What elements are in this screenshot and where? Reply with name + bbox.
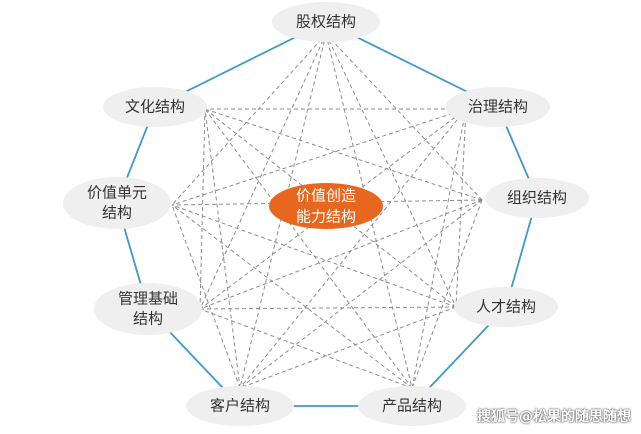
dashed-line-zuzhi-kehu: [239, 199, 483, 389]
dashed-line-zuzhi-guanli: [199, 199, 483, 310]
dashed-line-guquan-rencai: [325, 33, 457, 308]
node-guquan: 股权结构: [272, 2, 380, 42]
dashed-line-guquan-guanli: [199, 33, 327, 310]
node-label-kehu-1: 客户结构: [210, 397, 270, 415]
watermark-text: 搜狐号@松果的随思随想: [477, 409, 631, 425]
center-ellipse: [269, 183, 383, 229]
dashed-line-rencai-wenhua: [204, 108, 457, 308]
node-ellipse-chanpin: [358, 386, 466, 426]
node-rencai: 人才结构: [454, 287, 558, 327]
dashed-line-zhili-chanpin: [411, 108, 467, 389]
dashed-line-guquan-jiazhi: [171, 33, 327, 206]
node-label-guanli-1: 管理基础: [118, 290, 178, 308]
dashed-line-chanpin-wenhua: [204, 108, 413, 389]
node-label-chanpin-1: 产品结构: [382, 397, 442, 415]
node-kehu: 客户结构: [186, 386, 294, 426]
dashed-line-rencai-kehu: [239, 306, 457, 389]
node-wenhua: 文化结构: [103, 87, 207, 127]
dashed-line-kehu-jiazhi: [171, 204, 241, 389]
node-label-zhili-1: 治理结构: [468, 98, 528, 116]
node-ellipse-zuzhi: [485, 178, 589, 218]
node-chanpin: 产品结构: [358, 386, 466, 426]
node-label-jiazhi-2: 结构: [102, 204, 132, 222]
center-label-line-2: 能力结构: [296, 208, 356, 226]
dashed-line-zhili-kehu: [239, 108, 467, 389]
node-label-guanli-2: 结构: [133, 310, 163, 328]
node-ellipse-wenhua: [103, 87, 207, 127]
node-ellipse-guanli: [94, 283, 202, 335]
dashed-line-zhili-jiazhi: [171, 108, 467, 206]
dashed-line-rencai-guanli: [199, 306, 457, 310]
dashed-line-zuzhi-chanpin: [411, 199, 483, 389]
dashed-line-chanpin-jiazhi: [171, 204, 413, 389]
node-label-wenhua-1: 文化结构: [125, 98, 185, 116]
node-label-jiazhi-1: 价值单元: [87, 184, 147, 202]
node-label-zuzhi-1: 组织结构: [507, 189, 567, 207]
dashed-line-guanli-wenhua: [199, 108, 206, 310]
node-zhili: 治理结构: [446, 87, 550, 127]
node-ellipse-zhili: [446, 87, 550, 127]
dashed-line-chanpin-guanli: [199, 308, 413, 389]
node-ellipse-guquan: [272, 2, 380, 42]
node-label-rencai-1: 人才结构: [476, 298, 536, 316]
node-zuzhi: 组织结构: [485, 178, 589, 218]
center-node: 价值创造 能力结构: [269, 183, 383, 229]
node-ellipse-kehu: [186, 386, 294, 426]
node-ellipse-jiazhi: [63, 177, 171, 229]
node-ellipse-rencai: [454, 287, 558, 327]
dashed-line-guquan-zuzhi: [325, 33, 483, 201]
node-label-guquan-1: 股权结构: [296, 13, 356, 31]
dashed-line-kehu-wenhua: [204, 108, 241, 389]
center-label-line-1: 价值创造: [296, 187, 356, 205]
